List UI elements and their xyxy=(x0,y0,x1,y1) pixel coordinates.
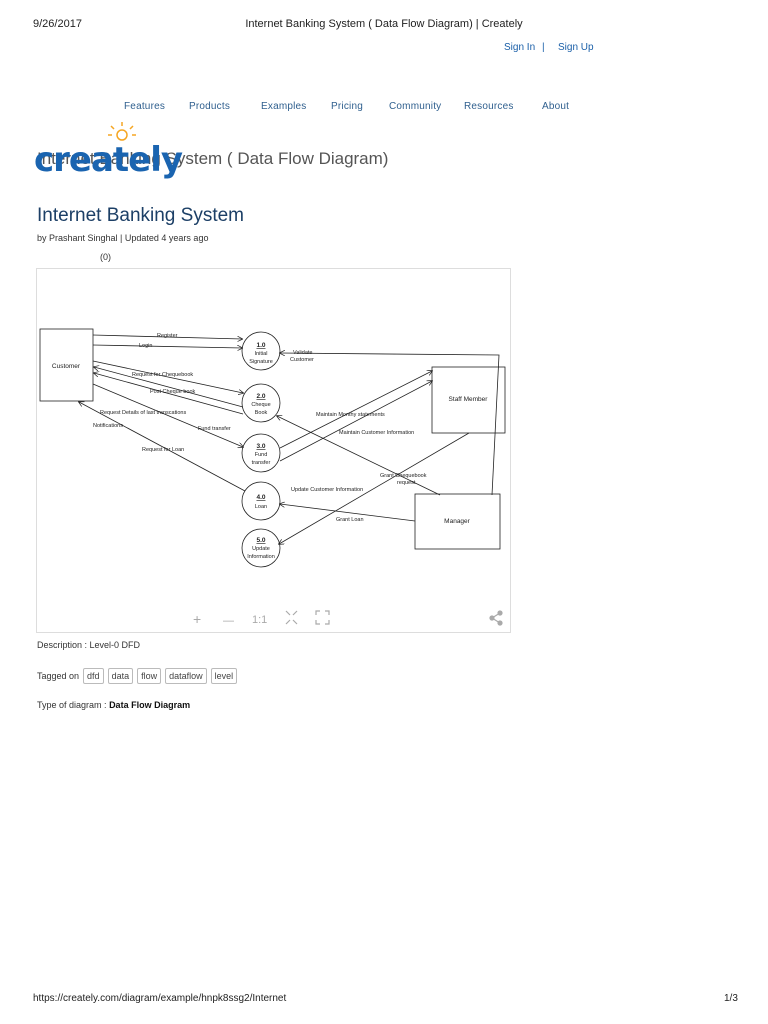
sign-in-link[interactable]: Sign In xyxy=(504,42,536,53)
diagram-heading: Internet Banking System xyxy=(37,205,244,226)
flow-notifications: Notifications xyxy=(93,423,123,429)
staff-member-label: Staff Member xyxy=(449,396,489,403)
tag-dfd[interactable]: dfd xyxy=(83,668,104,684)
diagram-description: Description : Level-0 DFD xyxy=(37,640,141,650)
flow-login: Login xyxy=(139,343,152,349)
nav-features[interactable]: Features xyxy=(124,101,166,112)
process-1-line1: Initial xyxy=(255,351,268,357)
flow-fund-transfer: Fund transfer xyxy=(198,426,231,432)
flow-validate-1: Validate xyxy=(293,350,312,356)
diagram-type-row: Type of diagram : Data Flow Diagram xyxy=(37,700,190,710)
process-4-id: 4.0 xyxy=(256,494,265,501)
process-1-id: 1.0 xyxy=(256,342,265,349)
process-2 xyxy=(241,383,281,423)
nav-examples[interactable]: Examples xyxy=(261,101,307,112)
page-title: Internet Banking System ( Data Flow Diag… xyxy=(37,149,389,168)
nav-pricing[interactable]: Pricing xyxy=(331,101,363,112)
process-1-line2: Signature xyxy=(249,359,273,365)
lightbulb-icon xyxy=(108,122,136,141)
flow-request-chequebook: Request for Chequebook xyxy=(132,372,193,378)
tags-label: Tagged on xyxy=(37,671,80,681)
type-label: Type of diagram : xyxy=(37,700,107,710)
flow-grant-loan: Grant Loan xyxy=(336,517,364,523)
footer-page-number: 1/3 xyxy=(724,993,738,1004)
logo-wordmark: creately xyxy=(34,140,183,180)
flow-maintain-info: Maintain Customer Information xyxy=(339,430,414,436)
tag-dataflow[interactable]: dataflow xyxy=(165,668,207,684)
zoom-out-button[interactable]: — xyxy=(223,615,234,627)
tag-data[interactable]: data xyxy=(107,668,134,684)
entity-customer xyxy=(39,328,94,402)
tags-row: Tagged on dfd data flow dataflow level xyxy=(37,668,238,684)
process-3-id: 3.0 xyxy=(256,443,265,450)
process-3 xyxy=(241,433,281,473)
sign-up-link[interactable]: Sign Up xyxy=(558,42,594,53)
process-5 xyxy=(241,528,281,568)
print-page-title: Internet Banking System ( Data Flow Diag… xyxy=(245,18,523,30)
zoom-in-button[interactable]: + xyxy=(193,611,201,627)
share-icon[interactable] xyxy=(489,610,503,626)
process-3-line1: Fund xyxy=(255,452,268,458)
footer-url: https://creately.com/diagram/example/hnp… xyxy=(33,993,287,1004)
author-byline: by Prashant Singhal | Updated 4 years ag… xyxy=(37,233,209,243)
entity-manager xyxy=(414,493,501,550)
flow-update-info: Update Customer Information xyxy=(291,487,363,493)
process-5-line1: Update xyxy=(252,546,270,552)
process-4-line1: Loan xyxy=(255,504,267,510)
flow-register: Register xyxy=(157,333,178,339)
process-2-id: 2.0 xyxy=(256,393,265,400)
rating-count: (0) xyxy=(100,252,111,262)
process-4 xyxy=(241,481,281,521)
customer-label: Customer xyxy=(52,363,81,370)
process-2-line2: Book xyxy=(255,410,268,416)
dfd-diagram: Customer Staff Member Manager 1.0 Initia… xyxy=(39,328,506,627)
tag-flow[interactable]: flow xyxy=(137,668,162,684)
auth-separator: | xyxy=(542,42,545,53)
tag-level[interactable]: level xyxy=(210,668,238,684)
reset-zoom-button[interactable]: 1:1 xyxy=(252,614,267,626)
flow-request-details: Request Details of last transcations xyxy=(100,410,186,416)
process-5-id: 5.0 xyxy=(256,537,265,544)
process-2-line1: Cheque xyxy=(251,402,270,408)
process-3-line2: transfer xyxy=(252,460,271,466)
nav-products[interactable]: Products xyxy=(189,101,231,112)
flow-grant-cheque-1: Grant Chequebook xyxy=(380,473,427,479)
fit-icon[interactable] xyxy=(285,610,298,625)
flow-monthly-statements: Maintain Monthy statements xyxy=(316,412,385,418)
process-5-line2: Information xyxy=(247,554,275,560)
print-date: 9/26/2017 xyxy=(33,18,82,30)
nav-about[interactable]: About xyxy=(542,101,570,112)
flow-grant-cheque-2: request xyxy=(397,480,416,486)
flow-post-cheque-book: Post Cheque book xyxy=(150,389,196,395)
nav-community[interactable]: Community xyxy=(389,101,442,112)
flow-validate-2: Customer xyxy=(290,357,314,363)
creately-logo[interactable]: creately xyxy=(34,120,183,180)
diagram-canvas[interactable]: Customer Staff Member Manager 1.0 Initia… xyxy=(36,268,511,633)
nav-resources[interactable]: Resources xyxy=(464,101,514,112)
manager-label: Manager xyxy=(444,518,470,525)
type-value: Data Flow Diagram xyxy=(109,700,191,710)
flow-request-loan: Request for Loan xyxy=(142,447,184,453)
fullscreen-icon[interactable] xyxy=(315,610,330,625)
